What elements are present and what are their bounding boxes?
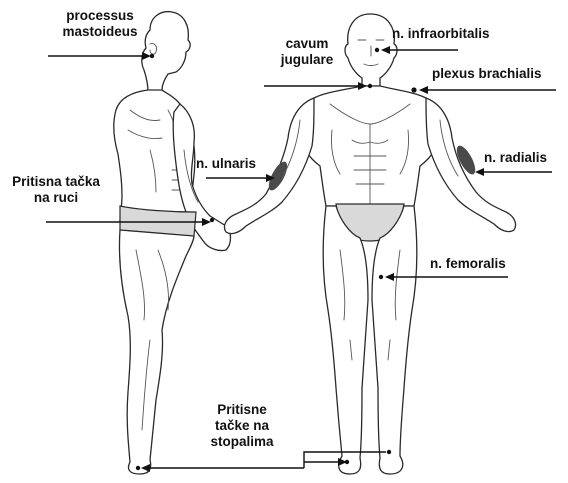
label-n-infraorbitalis-text: n. infraorbitalis	[392, 26, 490, 41]
point-n-femoralis	[379, 275, 383, 279]
label-pritisna-tacka-na-ruci-text: Pritisna tačka na ruci	[8, 174, 104, 206]
label-processus-mastoideus-text: processus mastoideus	[55, 8, 145, 40]
label-pritisna-tacka-na-ruci: Pritisna tačka na ruci	[4, 174, 108, 206]
label-n-ulnaris-text: n. ulnaris	[196, 156, 256, 171]
point-foot-front-right	[387, 450, 391, 454]
label-n-infraorbitalis: n. infraorbitalis	[392, 26, 490, 42]
label-n-radialis: n. radialis	[484, 150, 547, 166]
point-pritisna-tacka-na-ruci	[210, 218, 214, 222]
label-n-femoralis-text: n. femoralis	[430, 256, 506, 271]
label-pritisne-tacke-na-stopalima: Pritisne tačke na stopalima	[196, 402, 288, 450]
point-foot-left	[136, 466, 140, 470]
point-plexus-brachialis	[411, 87, 416, 92]
label-n-radialis-text: n. radialis	[484, 150, 547, 165]
label-n-femoralis: n. femoralis	[430, 256, 506, 272]
label-cavum-jugulare-text: cavum jugulare	[272, 36, 342, 68]
label-pritisne-tacke-na-stopalima-text: Pritisne tačke na stopalima	[199, 402, 285, 450]
label-plexus-brachialis: plexus brachialis	[432, 66, 542, 82]
label-cavum-jugulare: cavum jugulare	[262, 36, 352, 68]
label-plexus-brachialis-text: plexus brachialis	[432, 66, 542, 81]
label-n-ulnaris: n. ulnaris	[196, 156, 256, 172]
point-cavum-jugulare	[368, 84, 372, 88]
label-processus-mastoideus: processus mastoideus	[40, 8, 160, 40]
point-n-infraorbitalis	[375, 48, 379, 52]
